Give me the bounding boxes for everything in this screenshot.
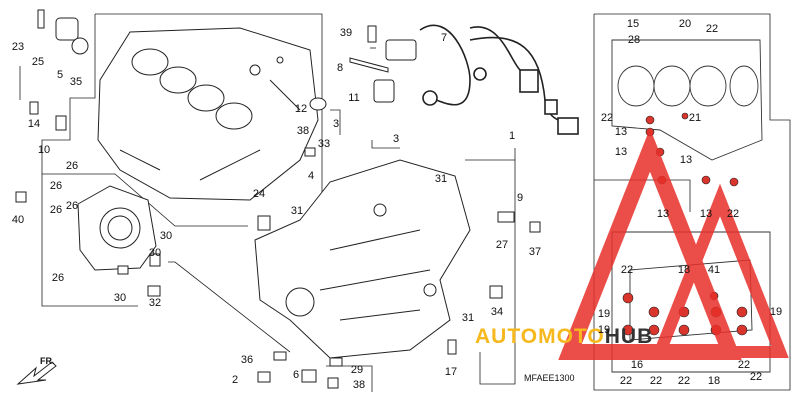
callout-13-c[interactable]: 13 bbox=[679, 154, 693, 166]
callout-3-b[interactable]: 3 bbox=[392, 133, 400, 145]
diagram-code: MFAEE1300 bbox=[524, 373, 575, 383]
left-cover-frame bbox=[41, 14, 138, 307]
callout-22-h[interactable]: 22 bbox=[737, 359, 751, 371]
right-panel-divider bbox=[594, 179, 691, 212]
bolt-markers bbox=[622, 112, 748, 336]
callout-26-e[interactable]: 26 bbox=[49, 204, 63, 216]
watermark-right: HUB bbox=[604, 325, 654, 348]
callout-10[interactable]: 10 bbox=[37, 144, 51, 156]
callout-4[interactable]: 4 bbox=[307, 170, 315, 182]
callout-9[interactable]: 9 bbox=[516, 192, 524, 204]
callout-31-c[interactable]: 31 bbox=[461, 312, 475, 324]
small-parts bbox=[15, 9, 541, 389]
callout-22-b[interactable]: 22 bbox=[600, 112, 614, 124]
callout-23[interactable]: 23 bbox=[11, 41, 25, 53]
callout-12[interactable]: 12 bbox=[294, 103, 308, 115]
lower-crankcase bbox=[254, 159, 471, 359]
callout-37[interactable]: 37 bbox=[528, 246, 542, 258]
callout-21[interactable]: 21 bbox=[688, 112, 702, 124]
callout-22-c[interactable]: 22 bbox=[726, 208, 740, 220]
callout-36[interactable]: 36 bbox=[240, 354, 254, 366]
callout-30-b[interactable]: 30 bbox=[148, 247, 162, 259]
callout-17[interactable]: 17 bbox=[444, 366, 458, 378]
callout-13-a[interactable]: 13 bbox=[614, 126, 628, 138]
callout-33[interactable]: 33 bbox=[317, 138, 331, 150]
callout-22-e[interactable]: 22 bbox=[619, 375, 633, 387]
callout-29[interactable]: 29 bbox=[350, 364, 364, 376]
callout-31-a[interactable]: 31 bbox=[290, 205, 304, 217]
callout-13-b[interactable]: 13 bbox=[614, 146, 628, 158]
callout-30-c[interactable]: 30 bbox=[113, 292, 127, 304]
right-panel-frame bbox=[593, 13, 791, 391]
callout-31-b[interactable]: 31 bbox=[434, 173, 448, 185]
callout-22-g[interactable]: 22 bbox=[677, 375, 691, 387]
callout-1[interactable]: 1 bbox=[508, 130, 516, 142]
callout-19-b[interactable]: 19 bbox=[597, 324, 611, 336]
side-cover bbox=[77, 185, 157, 271]
callout-19-a[interactable]: 19 bbox=[597, 308, 611, 320]
callout-11[interactable]: 11 bbox=[348, 92, 360, 104]
wire-harness bbox=[419, 24, 579, 135]
callout-20[interactable]: 20 bbox=[678, 18, 692, 30]
callout-16[interactable]: 16 bbox=[630, 359, 644, 371]
callout-22-a[interactable]: 22 bbox=[705, 23, 719, 35]
callout-40[interactable]: 40 bbox=[11, 214, 25, 226]
callout-26-d[interactable]: 26 bbox=[51, 272, 65, 284]
upper-crankcase bbox=[97, 27, 319, 201]
callout-38-a[interactable]: 38 bbox=[296, 125, 310, 137]
callout-26-a[interactable]: 26 bbox=[65, 160, 79, 172]
callout-3-a[interactable]: 3 bbox=[332, 118, 340, 130]
callout-15[interactable]: 15 bbox=[626, 18, 640, 30]
callout-30-a[interactable]: 30 bbox=[159, 230, 173, 242]
callout-5[interactable]: 5 bbox=[56, 69, 64, 81]
callout-13-e[interactable]: 13 bbox=[699, 208, 713, 220]
callout-27[interactable]: 27 bbox=[495, 239, 509, 251]
callout-26-c[interactable]: 26 bbox=[65, 200, 79, 212]
front-label: FR. bbox=[40, 356, 55, 366]
callout-35[interactable]: 35 bbox=[69, 76, 83, 88]
callout-41[interactable]: 41 bbox=[707, 264, 721, 276]
callout-24[interactable]: 24 bbox=[252, 188, 266, 200]
callout-14[interactable]: 14 bbox=[27, 118, 41, 130]
lower-case-frame-right bbox=[465, 159, 516, 385]
callout-13-d[interactable]: 13 bbox=[656, 208, 670, 220]
callout-25[interactable]: 25 bbox=[31, 56, 45, 68]
watermark-left: AUTOMOTO bbox=[475, 325, 605, 348]
callout-8[interactable]: 8 bbox=[336, 62, 344, 74]
callout-32[interactable]: 32 bbox=[148, 297, 162, 309]
callout-28[interactable]: 28 bbox=[627, 34, 641, 46]
callout-39[interactable]: 39 bbox=[339, 27, 353, 39]
lower-case-frame-top bbox=[371, 140, 400, 149]
callout-18-a[interactable]: 18 bbox=[677, 264, 691, 276]
callout-6[interactable]: 6 bbox=[292, 369, 300, 381]
callout-2[interactable]: 2 bbox=[231, 374, 239, 386]
callout-22-d[interactable]: 22 bbox=[620, 264, 634, 276]
lower-leader-line bbox=[168, 261, 291, 353]
callout-34[interactable]: 34 bbox=[490, 306, 504, 318]
callout-22-f[interactable]: 22 bbox=[649, 375, 663, 387]
callout-38-b[interactable]: 38 bbox=[352, 379, 366, 391]
callout-26-b[interactable]: 26 bbox=[49, 180, 63, 192]
front-arrow-icon bbox=[16, 361, 57, 385]
watermark-text: AUTOMOTOHUB bbox=[475, 325, 653, 349]
callout-19-c[interactable]: 19 bbox=[769, 306, 783, 318]
watermark-logo bbox=[558, 128, 789, 360]
callout-22-i[interactable]: 22 bbox=[749, 371, 763, 383]
callout-7[interactable]: 7 bbox=[440, 32, 448, 44]
callout-18-b[interactable]: 18 bbox=[707, 375, 721, 387]
